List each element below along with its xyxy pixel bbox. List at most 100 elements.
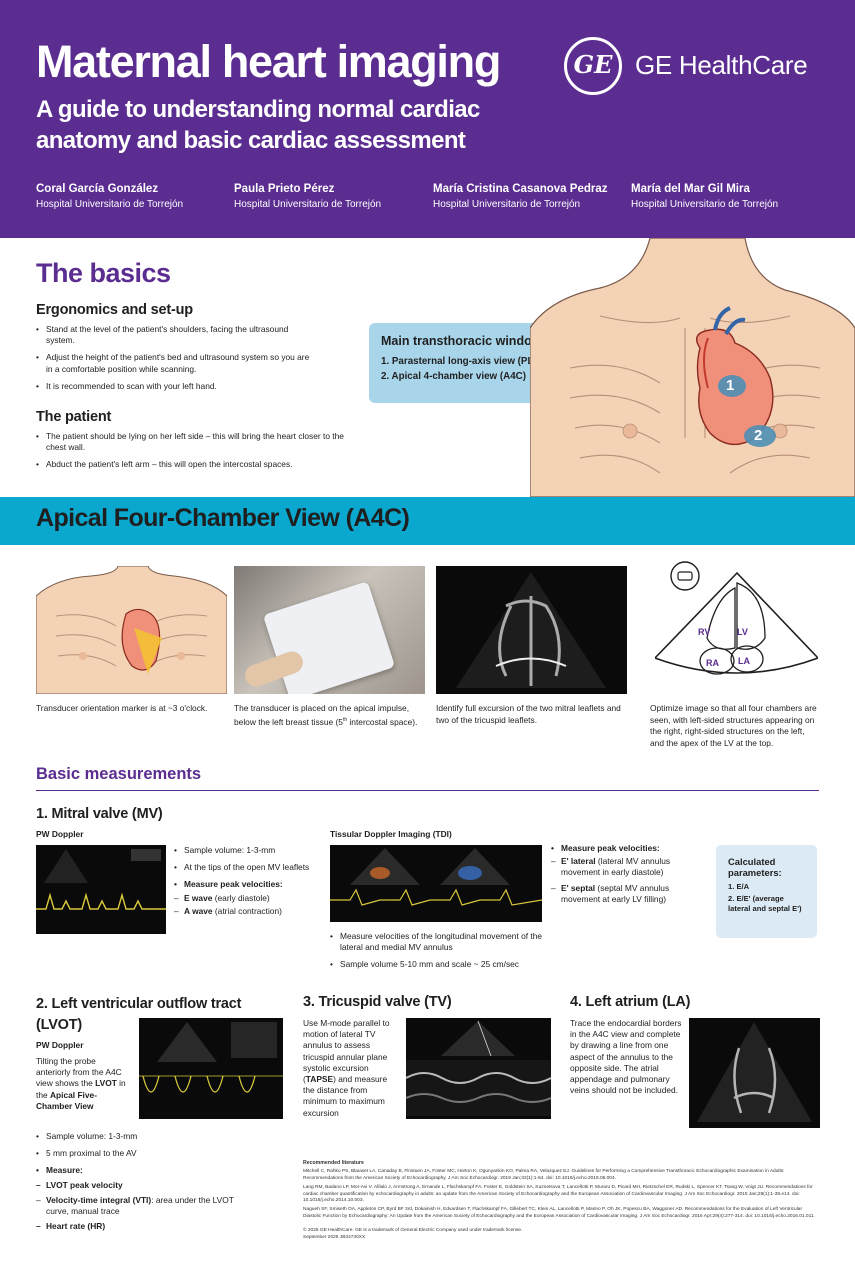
window-marker-2: [744, 425, 776, 447]
list-item: At the tips of the open MV leaflets: [174, 862, 314, 873]
term: E wave: [184, 892, 213, 903]
mv-tdi-image: [330, 845, 542, 922]
window-item: 1. Parasternal long-axis view (PLAX): [381, 356, 551, 367]
author-affiliation: Hospital Universitario de Torrejón: [433, 199, 581, 210]
list-item-sub: E wave (early diastole): [174, 893, 314, 904]
page-title: Maternal heart imaging: [36, 36, 501, 87]
lvot-heading: 2. Left ventricular outflow tract (LVOT): [36, 996, 242, 1033]
tv-mmode-image: [406, 1018, 551, 1119]
lvot-list: Sample volume: 1-3-mm 5 mm proximal to t…: [36, 1131, 256, 1234]
chamber-label-la: LA: [738, 656, 750, 666]
term-desc: (atrial contraction): [212, 905, 282, 916]
lvot-description: Tilting the probe anteriorly from the A4…: [36, 1056, 131, 1112]
caption-transducer: The transducer is placed on the apical i…: [234, 703, 424, 728]
patient-list: The patient should be lying on her left …: [36, 431, 346, 477]
author-affiliation: Hospital Universitario de Torrejón: [631, 199, 779, 210]
term: A wave: [184, 905, 213, 916]
author-name: Coral García González: [36, 183, 159, 195]
term: Apical Five-Chamber View: [36, 1089, 97, 1111]
peak-velocity-list: Measure peak velocities: E' lateral (lat…: [551, 843, 701, 907]
chamber-label-rv: RV: [698, 627, 711, 637]
marker-1-label: 1: [726, 377, 735, 394]
caption-orientation: Transducer orientation marker is at ~3 o…: [36, 703, 208, 713]
la-echo-image: [689, 1018, 820, 1128]
author-name: María Cristina Casanova Pedraz: [433, 183, 608, 195]
transducer-photo: [234, 566, 425, 694]
term-desc: (lateral MV annulus movement in early di…: [561, 856, 671, 878]
section-title-a4c: Apical Four-Chamber View (A4C): [36, 504, 410, 532]
term-desc: (septal MV annulus movement at early LV …: [561, 882, 670, 904]
list-item: Stand at the level of the patient's shou…: [36, 324, 316, 346]
list-item-sub: Velocity-time integral (VTI): area under…: [36, 1195, 256, 1217]
list-item: Sample volume: 1-3-mm: [174, 845, 314, 856]
list-item-sub: LVOT peak velocity: [36, 1180, 256, 1191]
tv-heading: 3. Tricuspid valve (TV): [303, 994, 452, 1010]
copyright: © 2025 GE HealthCare. GE is a trademark …: [303, 1228, 523, 1234]
author-name: María del Mar Gil Mira: [631, 183, 750, 195]
calc-item: 2. E/E' (average lateral and septal E'): [728, 894, 802, 913]
text: Tilting the probe anteriorly from the A4…: [36, 1056, 122, 1089]
list-item: Measure peak velocities:: [551, 843, 701, 854]
nipple-icon: [622, 423, 638, 439]
term: E' lateral: [561, 856, 596, 867]
term-desc: : area under the LVOT curve, manual trac…: [46, 1194, 234, 1217]
author-1: Coral García González Hospital Universit…: [36, 182, 236, 213]
ge-logo: GE: [564, 37, 622, 95]
term: TAPSE: [305, 1074, 334, 1085]
caption-optimize: Optimize image so that all four chambers…: [650, 703, 817, 748]
list-item: Measure peak velocities:: [174, 879, 314, 890]
author-name: Paula Prieto Pérez: [234, 183, 335, 195]
list-item: Sample volume: 1-3-mm: [36, 1131, 256, 1142]
a4c-echo-image: [436, 566, 627, 694]
text: in the: [36, 1078, 126, 1100]
la-heading: 4. Left atrium (LA): [570, 994, 691, 1010]
reference-item: Nagueh SF, Smiseth OA, Appleton CP, Byrd…: [303, 1207, 815, 1219]
mv-pw-doppler-image: [36, 845, 166, 934]
list-item-sub: E' lateral (lateral MV annulus movement …: [551, 856, 701, 878]
tdi-list: Measure velocities of the longitudinal m…: [330, 931, 550, 977]
a4c-band: [0, 497, 855, 545]
tdi-label: Tissular Doppler Imaging (TDI): [330, 829, 452, 839]
section-title-measurements: Basic measurements: [36, 765, 202, 783]
list-item: 5 mm proximal to the AV: [36, 1148, 256, 1159]
windows-heading: Main transthoracic windows:: [381, 334, 553, 348]
torso-small-illustration: [36, 566, 227, 694]
calculated-parameters-box: Calculated parameters: 1. E/A 2. E/E' (a…: [716, 845, 817, 938]
header-banner: Maternal heart imaging A guide to unders…: [0, 0, 855, 238]
list-item: The patient should be lying on her left …: [36, 431, 346, 453]
caption-text: intercostal space).: [347, 716, 418, 727]
calc-item: 1. E/A: [728, 882, 750, 891]
list-item-sub: A wave (atrial contraction): [174, 906, 314, 917]
section-title-basics: The basics: [36, 258, 171, 288]
calc-heading: Calculated parameters:: [728, 856, 782, 878]
ergonomics-list: Stand at the level of the patient's shou…: [36, 324, 316, 398]
divider: [36, 790, 819, 791]
list-item-sub: Heart rate (HR): [36, 1221, 256, 1232]
list-item: It is recommended to scan with your left…: [36, 381, 316, 392]
chamber-label-lv: LV: [737, 627, 748, 637]
caption-sup: th: [342, 716, 348, 723]
references: Recommended literature Mitchell C, Rahko…: [303, 1160, 818, 1241]
author-3: María Cristina Casanova Pedraz Hospital …: [433, 182, 633, 213]
four-chamber-diagram: [655, 561, 818, 675]
mv-pw-list: Sample volume: 1-3-mm At the tips of the…: [174, 845, 314, 919]
patient-heading: The patient: [36, 409, 112, 425]
tv-description: Use M-mode parallel to motion of lateral…: [303, 1018, 398, 1119]
window-marker-1: [718, 375, 746, 397]
marker-2-label: 2: [754, 427, 763, 444]
document-code: September 2025 JB34740XX: [303, 1234, 366, 1240]
la-description: Trace the endocardial borders in the A4C…: [570, 1018, 682, 1096]
ergonomics-heading: Ergonomics and set-up: [36, 302, 193, 318]
reference-item: Mitchell C, Rahko PS, Blauwet LA, Canada…: [303, 1169, 785, 1181]
author-4: María del Mar Gil Mira Hospital Universi…: [631, 182, 831, 213]
list-item: Measure velocities of the longitudinal m…: [330, 931, 550, 953]
caption-leaflets: Identify full excursion of the two mitra…: [436, 703, 621, 725]
term-desc: (early diastole): [212, 892, 270, 903]
text: Use M-mode parallel to motion of lateral…: [303, 1018, 390, 1085]
window-item: 2. Apical 4-chamber view (A4C): [381, 371, 527, 382]
lvot-doppler-image: [139, 1018, 283, 1119]
term: E' septal: [561, 882, 596, 893]
reference-item: Lang RM, Badano LP, Mor-Avi V, Afilalo J…: [303, 1185, 813, 1204]
list-item: Sample volume 5-10 mm and scale ~ 25 cm/…: [330, 959, 550, 970]
brand-name: GE HealthCare: [635, 50, 808, 80]
